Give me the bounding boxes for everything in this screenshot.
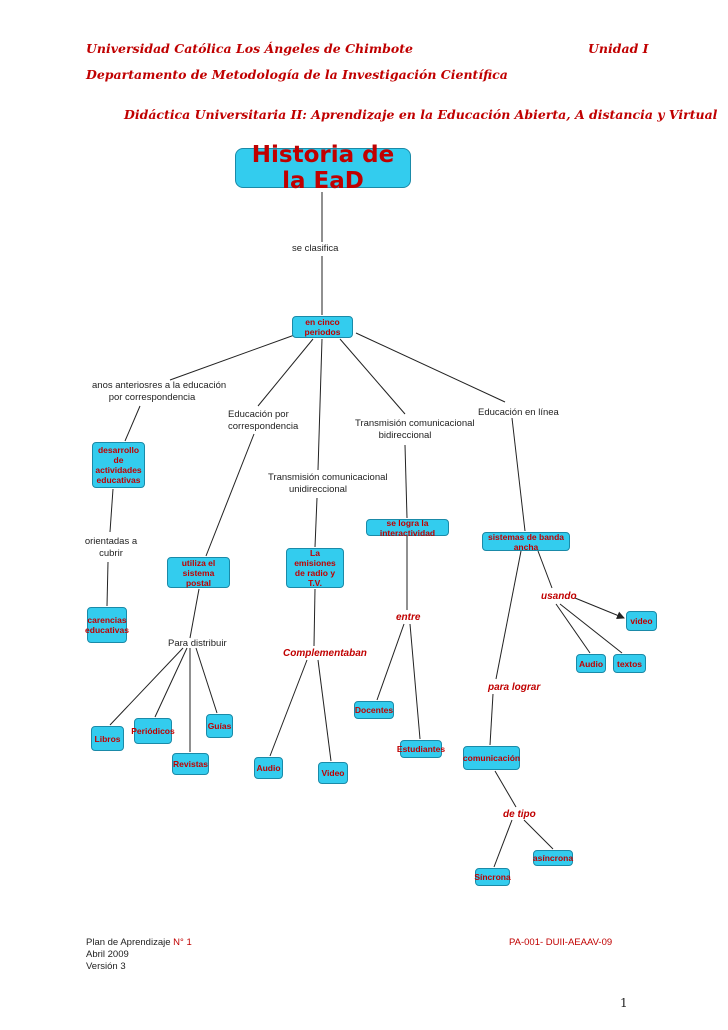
label-trans-unidireccional: Transmisión comunicacional unidirecciona…: [268, 472, 388, 496]
node-audio-linea[interactable]: Audio: [576, 654, 606, 673]
edge-postal-distribuir: [189, 588, 200, 639]
node-asincrona[interactable]: asíncrona: [533, 850, 573, 866]
edge-tipo-sincrona: [493, 819, 513, 868]
edge-usando-textos: [559, 603, 623, 654]
edge-uni-emisiones: [314, 497, 318, 548]
link-entre: entre: [396, 612, 421, 623]
course-title: Didáctica Universitaria II: Aprendizaje …: [124, 107, 718, 122]
department-name: Departamento de Metodología de la Invest…: [86, 67, 508, 82]
edge-banda-lograr: [495, 550, 522, 680]
label-trans-uni-line2: unidireccional: [288, 484, 348, 495]
edge-bi-interactividad: [404, 444, 408, 519]
edge-lograr-comunicacion: [489, 693, 494, 746]
label-edu-correspondencia: Educación por correspondencia: [228, 409, 298, 433]
node-periodicos[interactable]: Periódicos: [131, 718, 175, 744]
node-cinco-periodos[interactable]: en cinco periodos: [292, 316, 353, 338]
label-edu-linea: Educación en línea: [478, 407, 559, 418]
edge-periodos-anos: [169, 332, 301, 381]
label-orientadas: orientadas a cubrir: [83, 536, 139, 560]
title-node[interactable]: Historia de la EaD: [235, 142, 411, 194]
label-orientadas-line1: orientadas a: [84, 536, 138, 547]
edge-complementaban-video: [317, 659, 332, 762]
link-de-tipo: de tipo: [503, 809, 536, 820]
node-textos[interactable]: textos: [613, 654, 646, 673]
label-trans-bi-line2: bidireccional: [378, 430, 432, 441]
footer-code: PA-001- DUII-AEAAV-09: [509, 937, 613, 948]
node-video-linea[interactable]: video: [626, 611, 657, 631]
edge-distribuir-periodicos: [154, 647, 188, 718]
edge-anos-desarrollo: [124, 405, 141, 442]
label-orientadas-line2: cubrir: [99, 548, 123, 559]
node-estudiantes[interactable]: Estudiantes: [397, 740, 445, 758]
footer-date: Abril 2009: [86, 949, 129, 960]
node-libros[interactable]: Libros: [91, 726, 124, 751]
edge-orientadas-carencias: [106, 561, 109, 607]
footer-plan-prefix: Plan de Aprendizaje: [86, 937, 174, 948]
label-anos-anteriores: anos anteriosres a la educación por corr…: [92, 380, 227, 404]
node-guias[interactable]: Guías: [206, 714, 233, 738]
node-sincrona[interactable]: Síncrona: [474, 868, 511, 886]
node-video-radio[interactable]: Video: [318, 762, 348, 784]
edge-periodos-bi: [339, 338, 406, 415]
edge-banda-usando: [537, 550, 553, 589]
link-complementaban: Complementaban: [283, 648, 367, 659]
node-interactividad[interactable]: se logra la interactividad: [366, 518, 449, 538]
node-audio-radio[interactable]: Audio: [254, 757, 283, 779]
edge-tipo-asincrona: [523, 819, 554, 850]
edge-desarrollo-orientadas: [109, 488, 114, 533]
edge-educorr-postal: [205, 433, 255, 557]
link-para-lograr: para lograr: [488, 682, 541, 693]
label-edu-corr-line1: Educación por: [228, 409, 289, 420]
edge-periodos-edu-corr: [257, 338, 314, 407]
edge-distribuir-guias: [195, 647, 218, 714]
node-docentes[interactable]: Docentes: [354, 701, 394, 719]
node-carencias[interactable]: carencias educativas: [85, 607, 129, 643]
edge-entre-estudiantes: [409, 623, 421, 740]
edge-periodos-uni: [317, 338, 323, 471]
page-number: 1: [620, 996, 628, 1010]
node-desarrollo-actividades[interactable]: desarrollo de actividades educativas: [92, 442, 145, 488]
edge-emisiones-complementaban: [313, 588, 316, 647]
unit-label: Unidad I: [588, 41, 649, 56]
node-sistema-postal[interactable]: utiliza el sistema postal: [167, 557, 230, 588]
label-para-distribuir: Para distribuir: [168, 638, 227, 649]
node-banda-ancha[interactable]: sistemas de banda ancha: [482, 532, 570, 552]
edge-comunicacion-tipo: [494, 770, 517, 808]
label-trans-bi-line1: Transmisión comunicacional: [355, 418, 475, 429]
node-emisiones[interactable]: La emisiones de radio y T.V.: [286, 548, 344, 588]
node-comunicacion[interactable]: comunicación: [463, 746, 520, 770]
label-se-clasifica: se clasifica: [292, 243, 339, 254]
link-usando: usando: [541, 591, 577, 602]
footer-plan: Plan de Aprendizaje N° 1: [86, 937, 192, 948]
label-trans-uni-line1: Transmisión comunicacional: [268, 472, 388, 483]
edge-distribuir-libros: [109, 647, 184, 726]
edge-complementaban-audio: [269, 659, 308, 757]
node-revistas[interactable]: Revistas: [172, 753, 209, 775]
footer-version: Versión 3: [86, 961, 126, 972]
edge-linea-banda: [511, 417, 526, 532]
edge-usando-video: [574, 597, 625, 620]
label-trans-bidireccional: Transmisión comunicacional bidireccional: [355, 418, 475, 442]
label-edu-corr-line2: correspondencia: [228, 421, 299, 432]
edge-usando-audio: [555, 603, 591, 654]
label-anos-line1: anos anteriosres a la educación: [92, 380, 227, 391]
university-name: Universidad Católica Los Ángeles de Chim…: [86, 41, 413, 56]
label-anos-line2: por correspondencia: [108, 392, 196, 403]
edge-entre-docentes: [376, 623, 405, 701]
footer-plan-number: N° 1: [173, 937, 192, 948]
edge-periodos-linea: [355, 332, 506, 403]
